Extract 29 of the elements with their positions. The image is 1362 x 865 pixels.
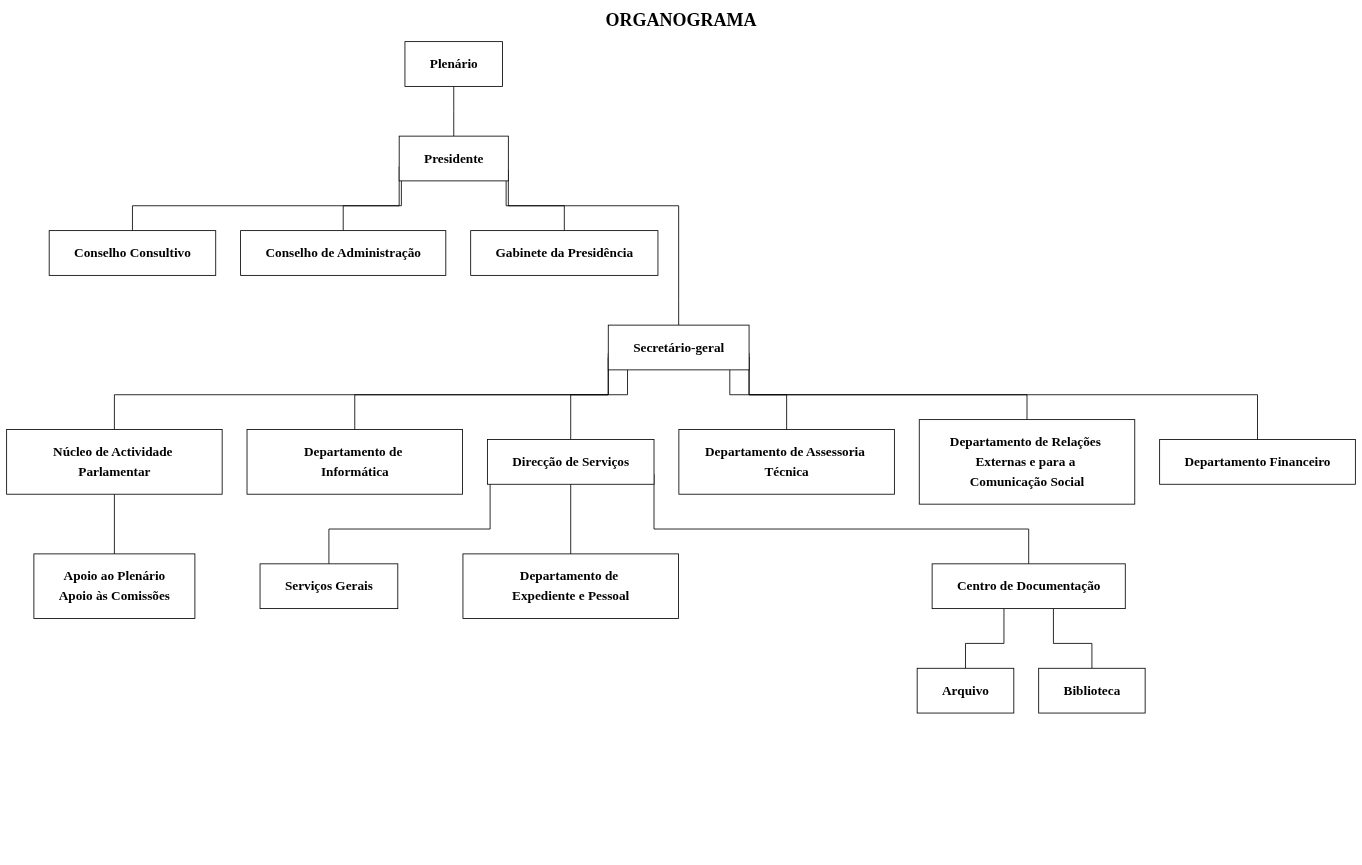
node-box: Departamento de Expediente e Pessoal xyxy=(462,553,679,619)
node-box: Presidente xyxy=(398,135,509,182)
connector xyxy=(965,608,1005,669)
connector xyxy=(113,493,115,555)
node-box: Biblioteca xyxy=(1038,667,1146,714)
connector xyxy=(453,85,455,137)
node-box: Departamento de Relações Externas e para a Comunicação Social xyxy=(918,419,1136,505)
node-box: Secretário-geral xyxy=(607,324,750,371)
connector xyxy=(342,180,402,232)
connector xyxy=(570,369,628,440)
connector xyxy=(1053,608,1093,669)
node-box: Departamento Financeiro xyxy=(1159,439,1356,485)
connector xyxy=(570,483,572,555)
node-box: Departamento de Informática xyxy=(246,429,463,495)
node-box: Conselho de Administração xyxy=(240,230,447,276)
node-box: Direcção de Serviços xyxy=(487,439,655,485)
node-box: Plenário xyxy=(404,41,503,87)
diagram-title: ORGANOGRAMA xyxy=(604,10,758,31)
node-box: Núcleo de Actividade Parlamentar xyxy=(6,429,223,495)
node-box: Gabinete da Presidência xyxy=(470,230,659,276)
node-box: Centro de Documentação xyxy=(931,563,1126,609)
node-box: Serviços Gerais xyxy=(259,563,399,609)
connector xyxy=(328,483,491,565)
connector xyxy=(505,180,565,232)
connector xyxy=(729,369,788,430)
node-box: Conselho Consultivo xyxy=(48,230,217,276)
node-box: Apoio ao Plenário Apoio às Comissões xyxy=(33,553,196,619)
node-box: Arquivo xyxy=(916,667,1015,714)
node-box: Departamento de Assessoria Técnica xyxy=(678,429,895,495)
